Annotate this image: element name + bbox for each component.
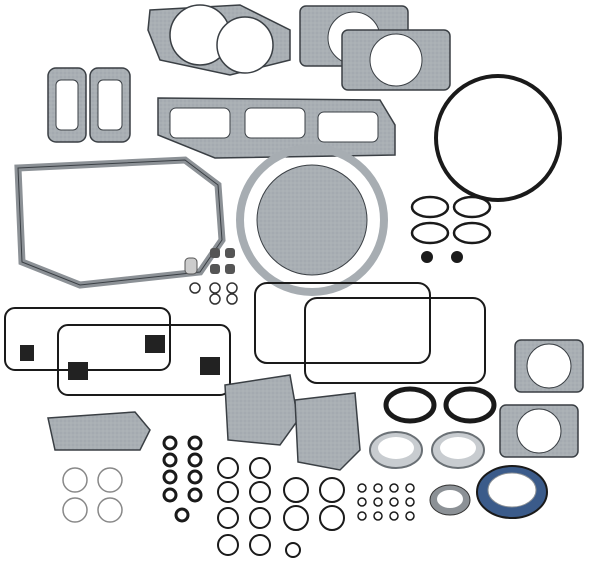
black-washers [162,435,203,523]
rocker-cover-gaskets-right [254,282,486,384]
primary-cover-gasket [236,144,388,296]
rocker-box-gaskets [157,97,396,159]
cylinder-base-gaskets-right [499,339,584,458]
large-o-ring [434,74,562,202]
pushrod-seals [383,386,497,424]
cylinder-base-gaskets-top [299,5,451,91]
oil-pump-gaskets [47,374,361,471]
small-seals-center [184,248,238,305]
head-gasket-left [147,4,291,76]
small-o-rings-right [410,195,492,245]
oil-seals [429,465,548,519]
small-o-rings-grid [357,483,415,521]
o-rings-bottom [217,457,345,558]
clear-o-rings-left [62,467,123,523]
small-gaskets-left [47,67,131,143]
rocker-cover-gaskets-left [4,307,231,396]
